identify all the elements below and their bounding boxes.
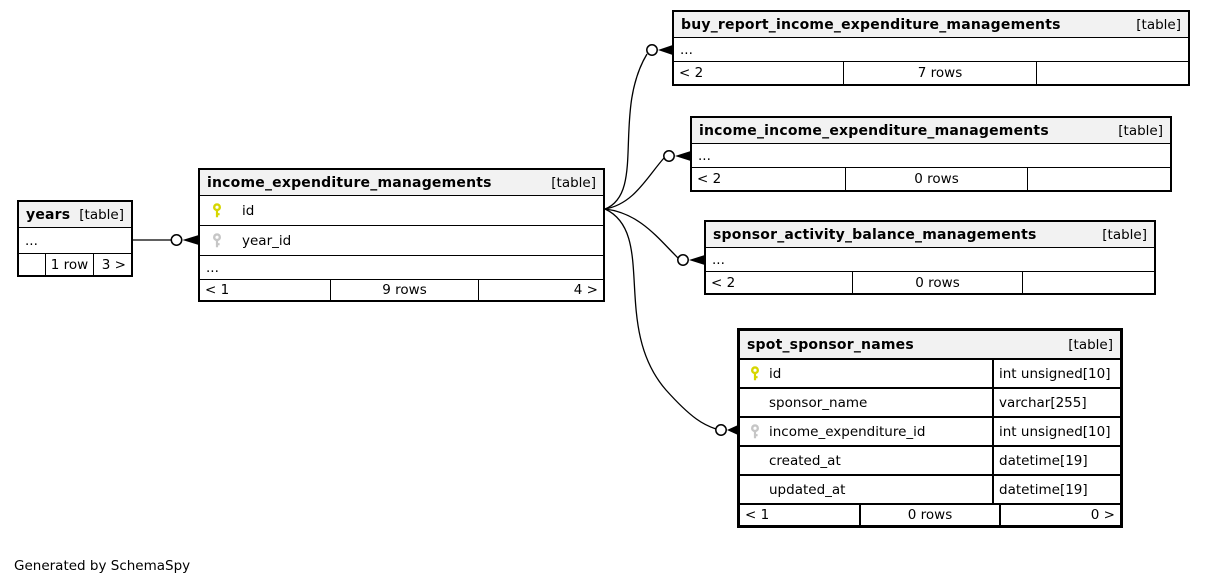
table-footer: < 2 0 rows [692,168,1170,190]
footer-row-count: 0 rows [852,272,1022,293]
column-name: created_at [769,452,841,469]
primary-key-icon [748,365,762,382]
table-footer: < 2 7 rows [674,62,1188,84]
column-type: int unsigned[10] [992,418,1120,445]
table-header[interactable]: sponsor_activity_balance_managements [ta… [706,222,1154,248]
table-title: buy_report_income_expenditure_management… [681,16,1061,33]
footer-right: 3 > [93,254,131,275]
more-columns-row: ... [200,256,603,280]
table-type-tag: [table] [551,174,596,191]
table-buy-report-income-expenditure-managements[interactable]: buy_report_income_expenditure_management… [672,10,1190,86]
column-name: income_expenditure_id [769,423,926,440]
footer-row-count: 7 rows [843,62,1036,84]
connector-arrow [182,235,198,245]
footer-row-count: 9 rows [330,280,478,300]
relationship-iem-ssn [604,208,717,430]
column-row-sponsor-name: sponsor_name varchar[255] [740,389,1120,418]
foreign-key-icon [748,423,762,440]
footer-parent-count: < 1 [745,507,770,523]
table-footer: < 1 9 rows 4 > [200,280,603,300]
table-income-expenditure-managements[interactable]: income_expenditure_managements [table] i… [198,168,605,302]
table-sponsor-activity-balance-managements[interactable]: sponsor_activity_balance_managements [ta… [704,220,1156,295]
table-footer: < 2 0 rows [706,272,1154,293]
column-row-id: id int unsigned[10] [740,360,1120,389]
table-type-tag: [table] [1102,226,1147,243]
table-header[interactable]: buy_report_income_expenditure_management… [674,12,1188,38]
column-row-created-at: created_at datetime[19] [740,447,1120,476]
table-title: spot_sponsor_names [747,336,914,353]
column-name: sponsor_name [769,394,868,411]
column-row-updated-at: updated_at datetime[19] [740,476,1120,505]
footer-child-count [1027,168,1170,190]
relationship-iem-iiem [604,157,665,210]
column-type: varchar[255] [992,389,1120,416]
footer-row-count: 1 row [45,254,93,275]
footer-parent-count: < 2 [711,274,736,291]
relationship-iem-buy [604,53,648,210]
column-type: int unsigned[10] [992,360,1120,387]
generator-note: Generated by SchemaSpy [14,558,191,574]
table-type-tag: [table] [79,206,124,223]
column-type: datetime[19] [992,447,1120,474]
footer-left [19,254,45,275]
column-type: datetime[19] [992,476,1120,503]
footer-parent-count: < 1 [205,282,230,298]
table-years[interactable]: years [table] ... 1 row 3 > [17,200,133,277]
column-row-id: id [200,196,603,226]
table-header[interactable]: spot_sponsor_names [table] [740,331,1120,360]
column-name: id [242,202,255,219]
foreign-key-icon [210,232,224,249]
connector-circle [677,254,689,266]
column-row-year-id: year_id [200,226,603,256]
footer-parent-count: < 2 [679,65,704,81]
footer-parent-count: < 2 [697,171,722,187]
no-key-spacer [748,395,762,411]
table-title: income_expenditure_managements [207,174,492,191]
connector-arrow [658,45,672,55]
connector-circle [170,234,183,246]
connector-arrow [727,425,738,435]
table-type-tag: [table] [1068,336,1113,353]
footer-child-count: 0 > [999,505,1120,525]
table-title: sponsor_activity_balance_managements [713,226,1037,243]
table-type-tag: [table] [1118,122,1163,139]
footer-child-count [1036,62,1188,84]
column-name: id [769,365,782,382]
table-years-header[interactable]: years [table] [19,202,131,228]
footer-child-count: 4 > [478,280,603,300]
column-name: updated_at [769,481,846,498]
more-columns-row: ... [692,144,1170,168]
footer-row-count: 0 rows [859,505,999,525]
table-income-income-expenditure-managements[interactable]: income_income_expenditure_managements [t… [690,116,1172,192]
relationship-iem-sabm [604,208,679,259]
more-columns-row: ... [674,38,1188,62]
table-title: income_income_expenditure_managements [699,122,1049,139]
table-footer: < 1 0 rows 0 > [740,505,1120,525]
connector-circle [646,44,658,56]
connector-circle [663,150,675,162]
column-name: year_id [242,232,292,249]
no-key-spacer [748,453,762,469]
more-columns-row: ... [706,248,1154,272]
table-header[interactable]: income_expenditure_managements [table] [200,170,603,196]
footer-row-count: 0 rows [845,168,1027,190]
primary-key-icon [210,202,224,219]
column-row-income-expenditure-id: income_expenditure_id int unsigned[10] [740,418,1120,447]
connector-arrow [689,255,704,265]
footer-child-count [1022,272,1154,293]
table-header[interactable]: income_income_expenditure_managements [t… [692,118,1170,144]
table-type-tag: [table] [1136,16,1181,33]
more-columns-row: ... [19,228,131,254]
table-title: years [26,206,71,223]
connector-circle [715,424,727,436]
no-key-spacer [748,482,762,498]
connector-arrow [675,151,690,161]
table-footer: 1 row 3 > [19,254,131,275]
table-spot-sponsor-names[interactable]: spot_sponsor_names [table] id int unsign… [737,328,1123,528]
